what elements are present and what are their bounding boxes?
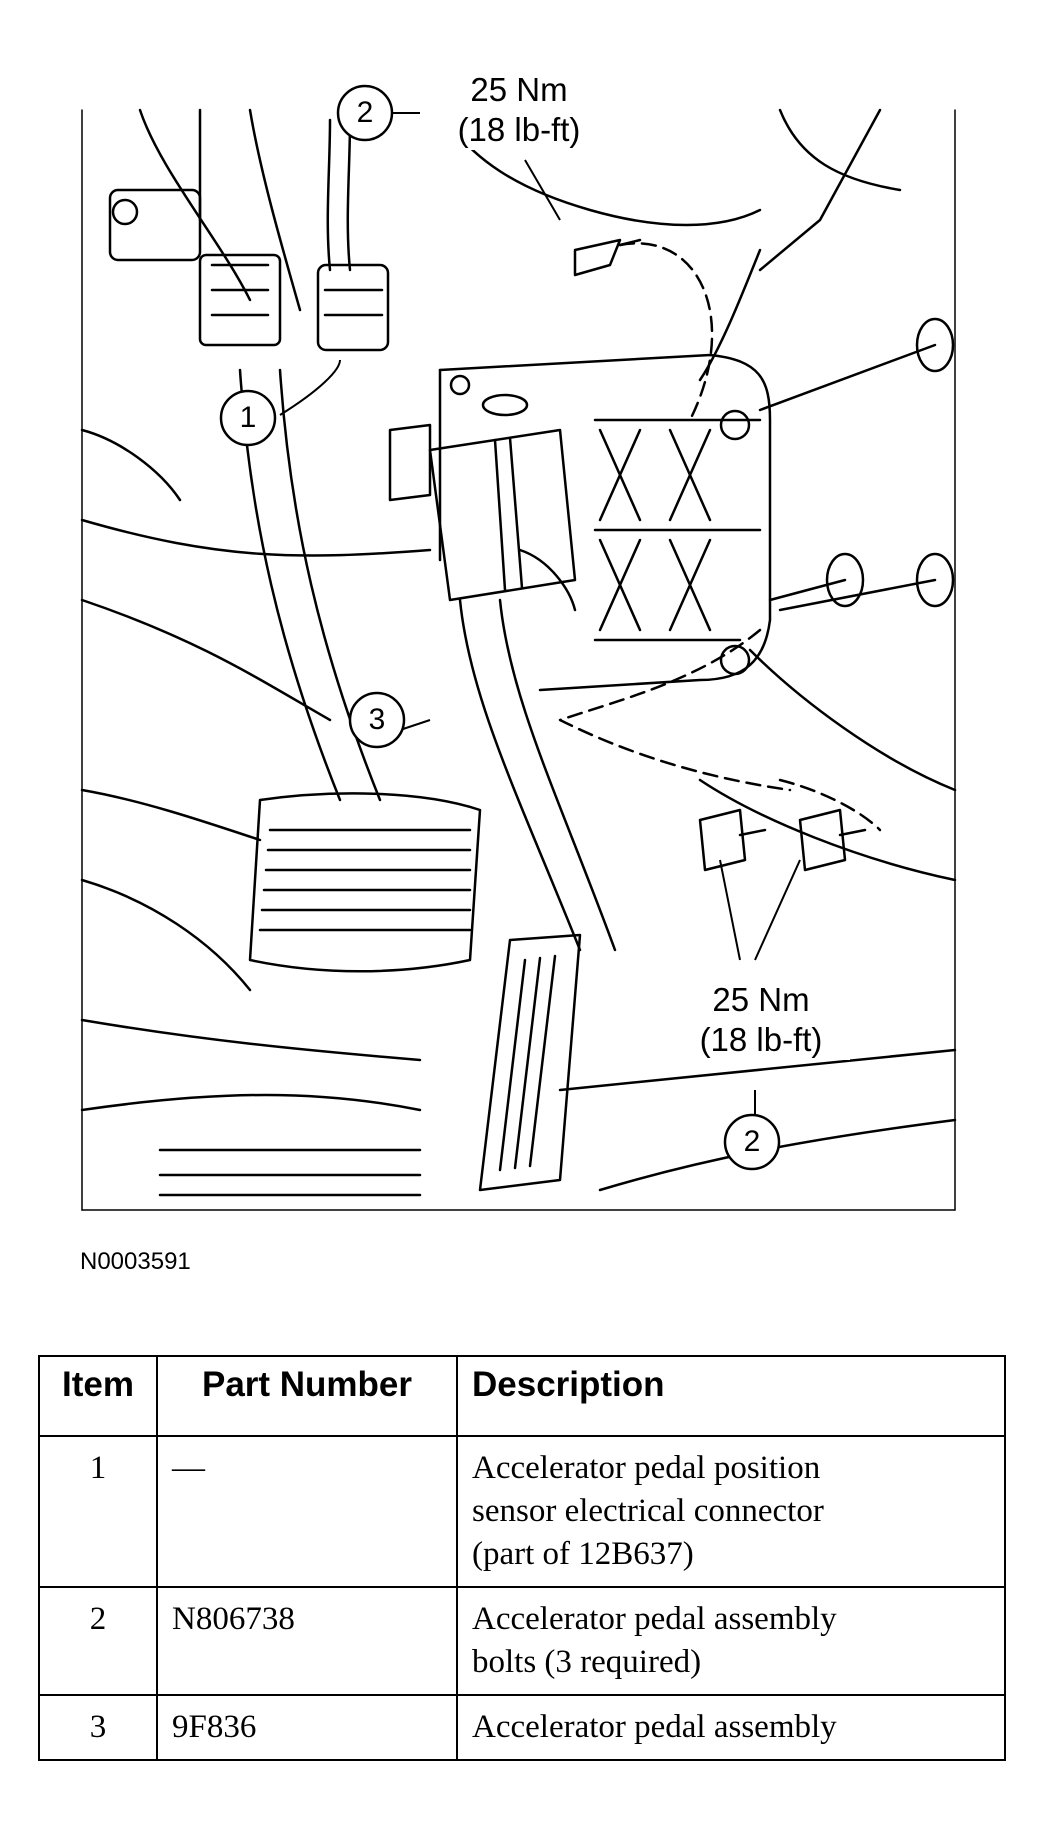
torque-spec-bottom: 25 Nm (18 lb-ft) xyxy=(672,980,850,1060)
table-row: 3 9F836 Accelerator pedal assembly xyxy=(38,1694,1006,1761)
torque-nm: 25 Nm xyxy=(470,71,568,108)
description-line: Accelerator pedal position xyxy=(472,1450,821,1486)
cell-description: Accelerator pedal assembly bolts (3 requ… xyxy=(456,1586,1006,1696)
description-line: Accelerator pedal assembly xyxy=(472,1709,837,1745)
callout-number-1: 1 xyxy=(239,401,257,434)
header-description: Description xyxy=(456,1355,1006,1437)
pedal-assembly-illustration xyxy=(80,84,957,1211)
torque-nm: 25 Nm xyxy=(712,981,810,1018)
cell-part-number: — xyxy=(156,1435,458,1588)
description-line: bolts (3 required) xyxy=(472,1644,702,1680)
description-line: sensor electrical connector xyxy=(472,1493,824,1529)
cell-item: 2 xyxy=(38,1586,158,1696)
cell-part-number: 9F836 xyxy=(156,1694,458,1761)
torque-lbft: (18 lb-ft) xyxy=(699,1021,823,1058)
description-line: Accelerator pedal assembly xyxy=(472,1601,837,1637)
callout-number-2-top: 2 xyxy=(356,96,374,129)
torque-spec-top: 25 Nm (18 lb-ft) xyxy=(430,70,608,150)
callout-circle-3 xyxy=(348,691,406,749)
table-row: 2 N806738 Accelerator pedal assembly bol… xyxy=(38,1586,1006,1696)
callout-circle-2-bottom xyxy=(723,1113,781,1171)
torque-lbft: (18 lb-ft) xyxy=(457,111,581,148)
cell-description: Accelerator pedal position sensor electr… xyxy=(456,1435,1006,1588)
cell-part-number: N806738 xyxy=(156,1586,458,1696)
cell-item: 3 xyxy=(38,1694,158,1761)
parts-table: Item Part Number Description 1 — Acceler… xyxy=(38,1355,1006,1761)
callout-circle-1 xyxy=(219,389,277,447)
cell-description: Accelerator pedal assembly xyxy=(456,1694,1006,1761)
table-row: 1 — Accelerator pedal position sensor el… xyxy=(38,1435,1006,1588)
callout-number-2-bottom: 2 xyxy=(743,1125,761,1158)
callout-number-3: 3 xyxy=(368,703,386,736)
cell-item: 1 xyxy=(38,1435,158,1588)
callout-circle-2-top xyxy=(336,84,394,142)
header-item: Item xyxy=(38,1355,158,1437)
table-header-row: Item Part Number Description xyxy=(38,1355,1006,1437)
description-line: (part of 12B637) xyxy=(472,1536,694,1572)
figure-id: N0003591 xyxy=(80,1248,191,1275)
header-part-number: Part Number xyxy=(156,1355,458,1437)
